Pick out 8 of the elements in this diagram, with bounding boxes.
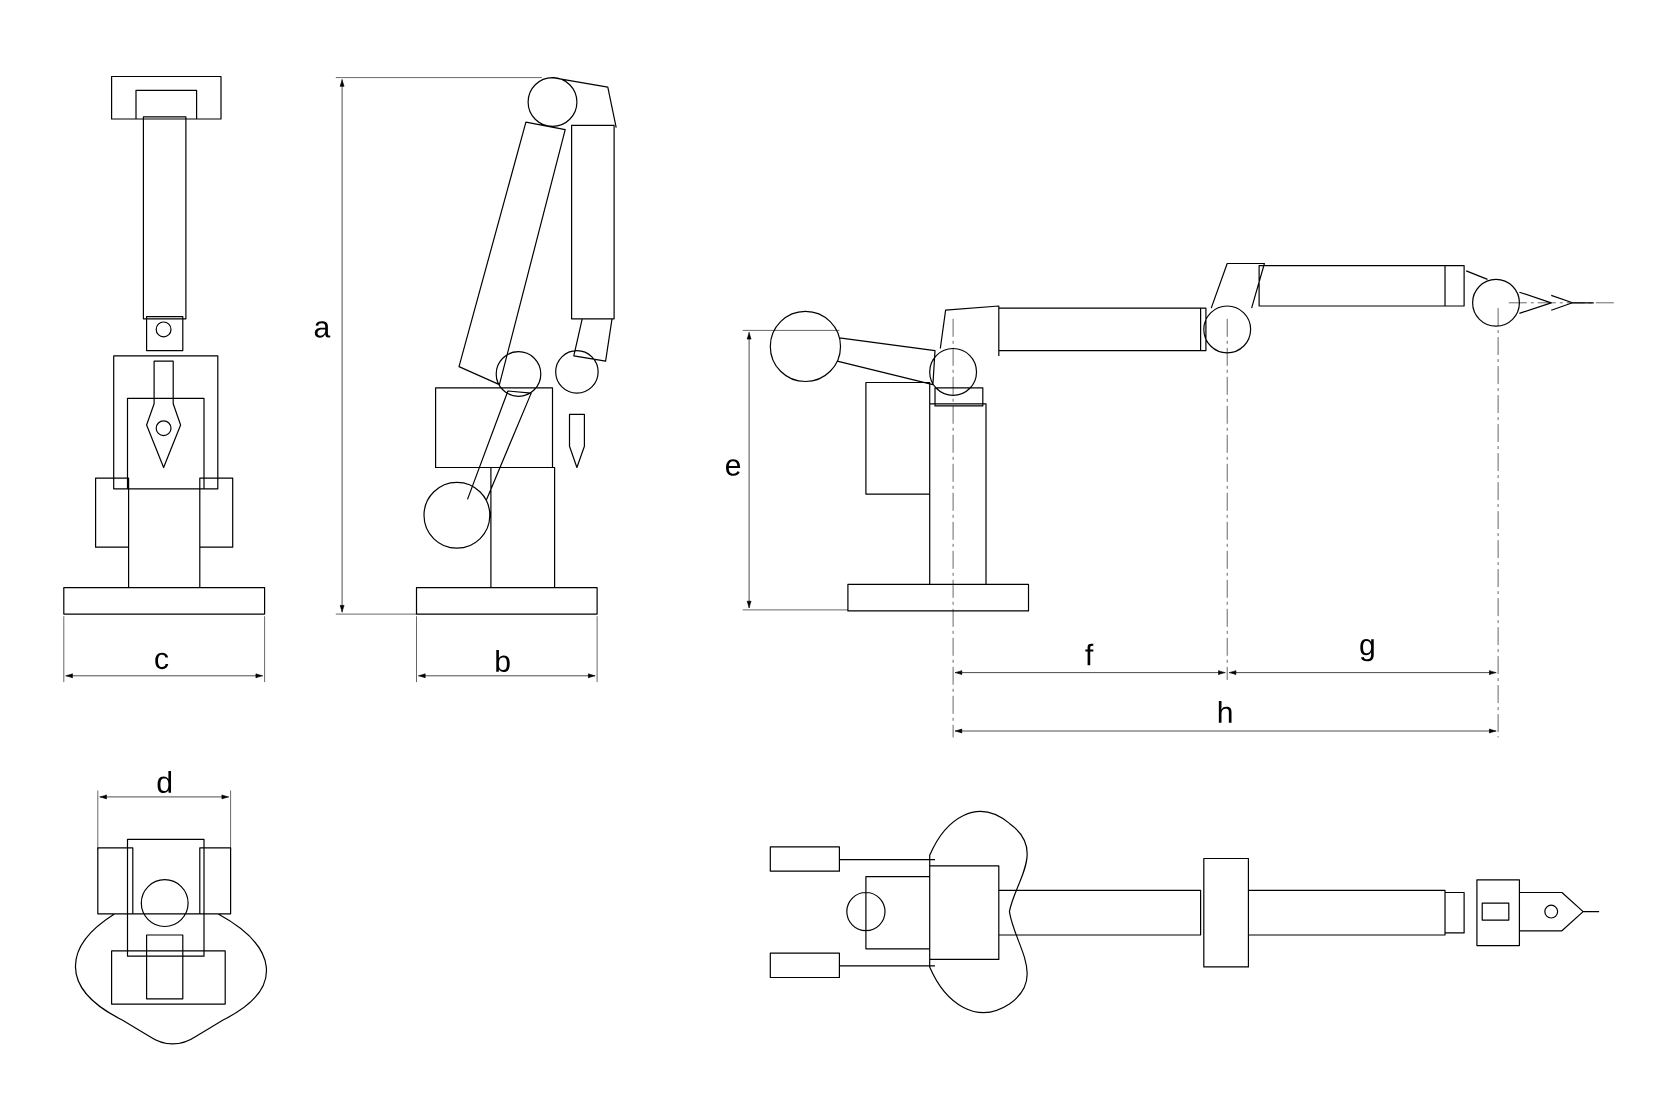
- dimension-label: d: [155, 770, 175, 795]
- dimension-label: e: [723, 458, 743, 477]
- dimension-label: b: [493, 648, 512, 673]
- dimension-label: h: [1215, 700, 1235, 724]
- dimension-label: g: [1358, 638, 1377, 663]
- dimension-label: f: [1083, 642, 1095, 667]
- dimension-label: a: [312, 320, 332, 339]
- dimension-label: c: [153, 651, 170, 671]
